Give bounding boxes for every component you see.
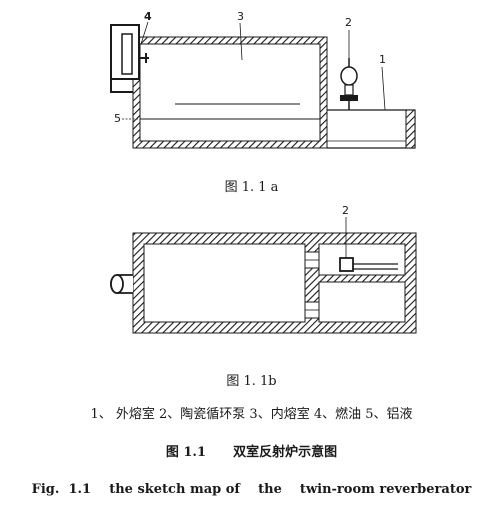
callouts-a: 4 3 2 1 5 <box>114 10 386 125</box>
outer-chamber <box>327 109 416 149</box>
legend: 1、 外熔室 2、陶瓷循环泵 3、内熔室 4、燃油 5、铝液 <box>90 407 413 422</box>
figure-title-english: Fig. 1.1 the sketch map of the twin-room… <box>31 482 472 497</box>
burner <box>110 24 149 93</box>
figure-title-chinese: 图 1.1 双室反射炉示意图 <box>165 445 338 460</box>
inner-chamber-walls <box>132 36 328 149</box>
label-3: 3 <box>237 10 244 23</box>
figure-b: 2 <box>110 204 417 334</box>
ceramic-pump <box>340 58 358 110</box>
label-5: 5 <box>114 112 121 125</box>
figure-a: 4 3 2 1 5 <box>110 10 416 149</box>
label-1: 1 <box>379 53 386 66</box>
caption-figure-a: 图 1. 1 a <box>224 180 279 195</box>
caption-figure-b: 图 1. 1b <box>226 374 277 389</box>
pump-plan <box>339 257 398 272</box>
label-2: 2 <box>345 16 352 29</box>
label-2-plan: 2 <box>342 204 349 217</box>
burner-plan <box>110 274 133 294</box>
furnace-walls-plan <box>132 232 417 334</box>
label-4: 4 <box>144 10 152 23</box>
